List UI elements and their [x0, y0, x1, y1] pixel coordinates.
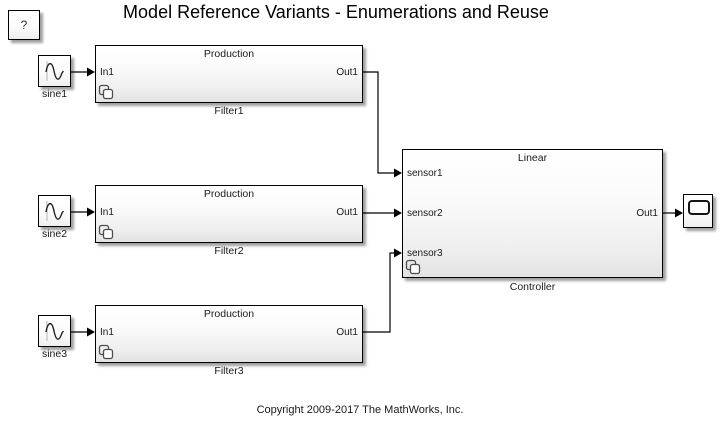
wire-sine1-to-filter1[interactable]	[71, 67, 95, 77]
filter1-port-out1: Out1	[336, 67, 358, 78]
help-label: ?	[20, 18, 28, 32]
filter2-variant-header: Production	[203, 188, 255, 200]
model-title: Model Reference Variants - Enumerations …	[123, 2, 549, 22]
filter1-variant-header: Production	[203, 48, 255, 60]
sine-wave-icon	[45, 61, 65, 81]
filter2-port-in1: In1	[100, 207, 114, 218]
filter2-label[interactable]: Filter2	[214, 245, 244, 257]
sine-wave-icon	[45, 201, 65, 221]
wire-controller-to-scope[interactable]	[663, 208, 683, 218]
sine2-block[interactable]	[38, 195, 71, 227]
controller-port-sensor1: sensor1	[407, 168, 443, 179]
controller-port-out1: Out1	[636, 208, 658, 219]
variant-badge-icon	[98, 344, 114, 360]
filter1-port-in1: In1	[100, 67, 114, 78]
filter3-port-in1: In1	[100, 327, 114, 338]
wire-filter3-to-sensor3[interactable]	[363, 248, 402, 333]
help-block[interactable]: ?	[8, 10, 40, 40]
variant-badge-icon	[405, 259, 421, 275]
sine1-label[interactable]: sine1	[41, 88, 68, 100]
variant-badge-icon	[98, 84, 114, 100]
filter3-label[interactable]: Filter3	[214, 365, 244, 377]
copyright-annotation: Copyright 2009-2017 The MathWorks, Inc.	[256, 404, 464, 416]
wire-sine3-to-filter3[interactable]	[71, 327, 95, 337]
controller-block[interactable]: Linear sensor1 sensor2 sensor3 Out1	[402, 149, 663, 278]
sine1-block[interactable]	[38, 55, 71, 87]
filter1-label[interactable]: Filter1	[214, 105, 244, 117]
variant-badge-icon	[98, 224, 114, 240]
sine3-label[interactable]: sine3	[41, 348, 68, 360]
controller-variant-header: Linear	[517, 152, 548, 164]
sine3-block[interactable]	[38, 315, 71, 347]
wire-filter1-to-sensor1[interactable]	[363, 71, 402, 178]
filter3-block[interactable]: Production In1 Out1	[95, 305, 363, 363]
controller-label[interactable]: Controller	[509, 281, 556, 293]
filter2-port-out1: Out1	[336, 207, 358, 218]
filter3-variant-header: Production	[203, 308, 255, 320]
sine-wave-icon	[45, 321, 65, 341]
filter1-block[interactable]: Production In1 Out1	[95, 45, 363, 103]
scope-block[interactable]	[683, 194, 713, 228]
controller-port-sensor2: sensor2	[407, 208, 443, 219]
wire-filter2-to-sensor2[interactable]	[363, 208, 402, 218]
scope-display-icon	[688, 200, 710, 215]
sine2-label[interactable]: sine2	[41, 228, 68, 240]
filter3-port-out1: Out1	[336, 327, 358, 338]
filter2-block[interactable]: Production In1 Out1	[95, 185, 363, 243]
controller-port-sensor3: sensor3	[407, 248, 443, 259]
wire-sine2-to-filter2[interactable]	[71, 207, 95, 217]
